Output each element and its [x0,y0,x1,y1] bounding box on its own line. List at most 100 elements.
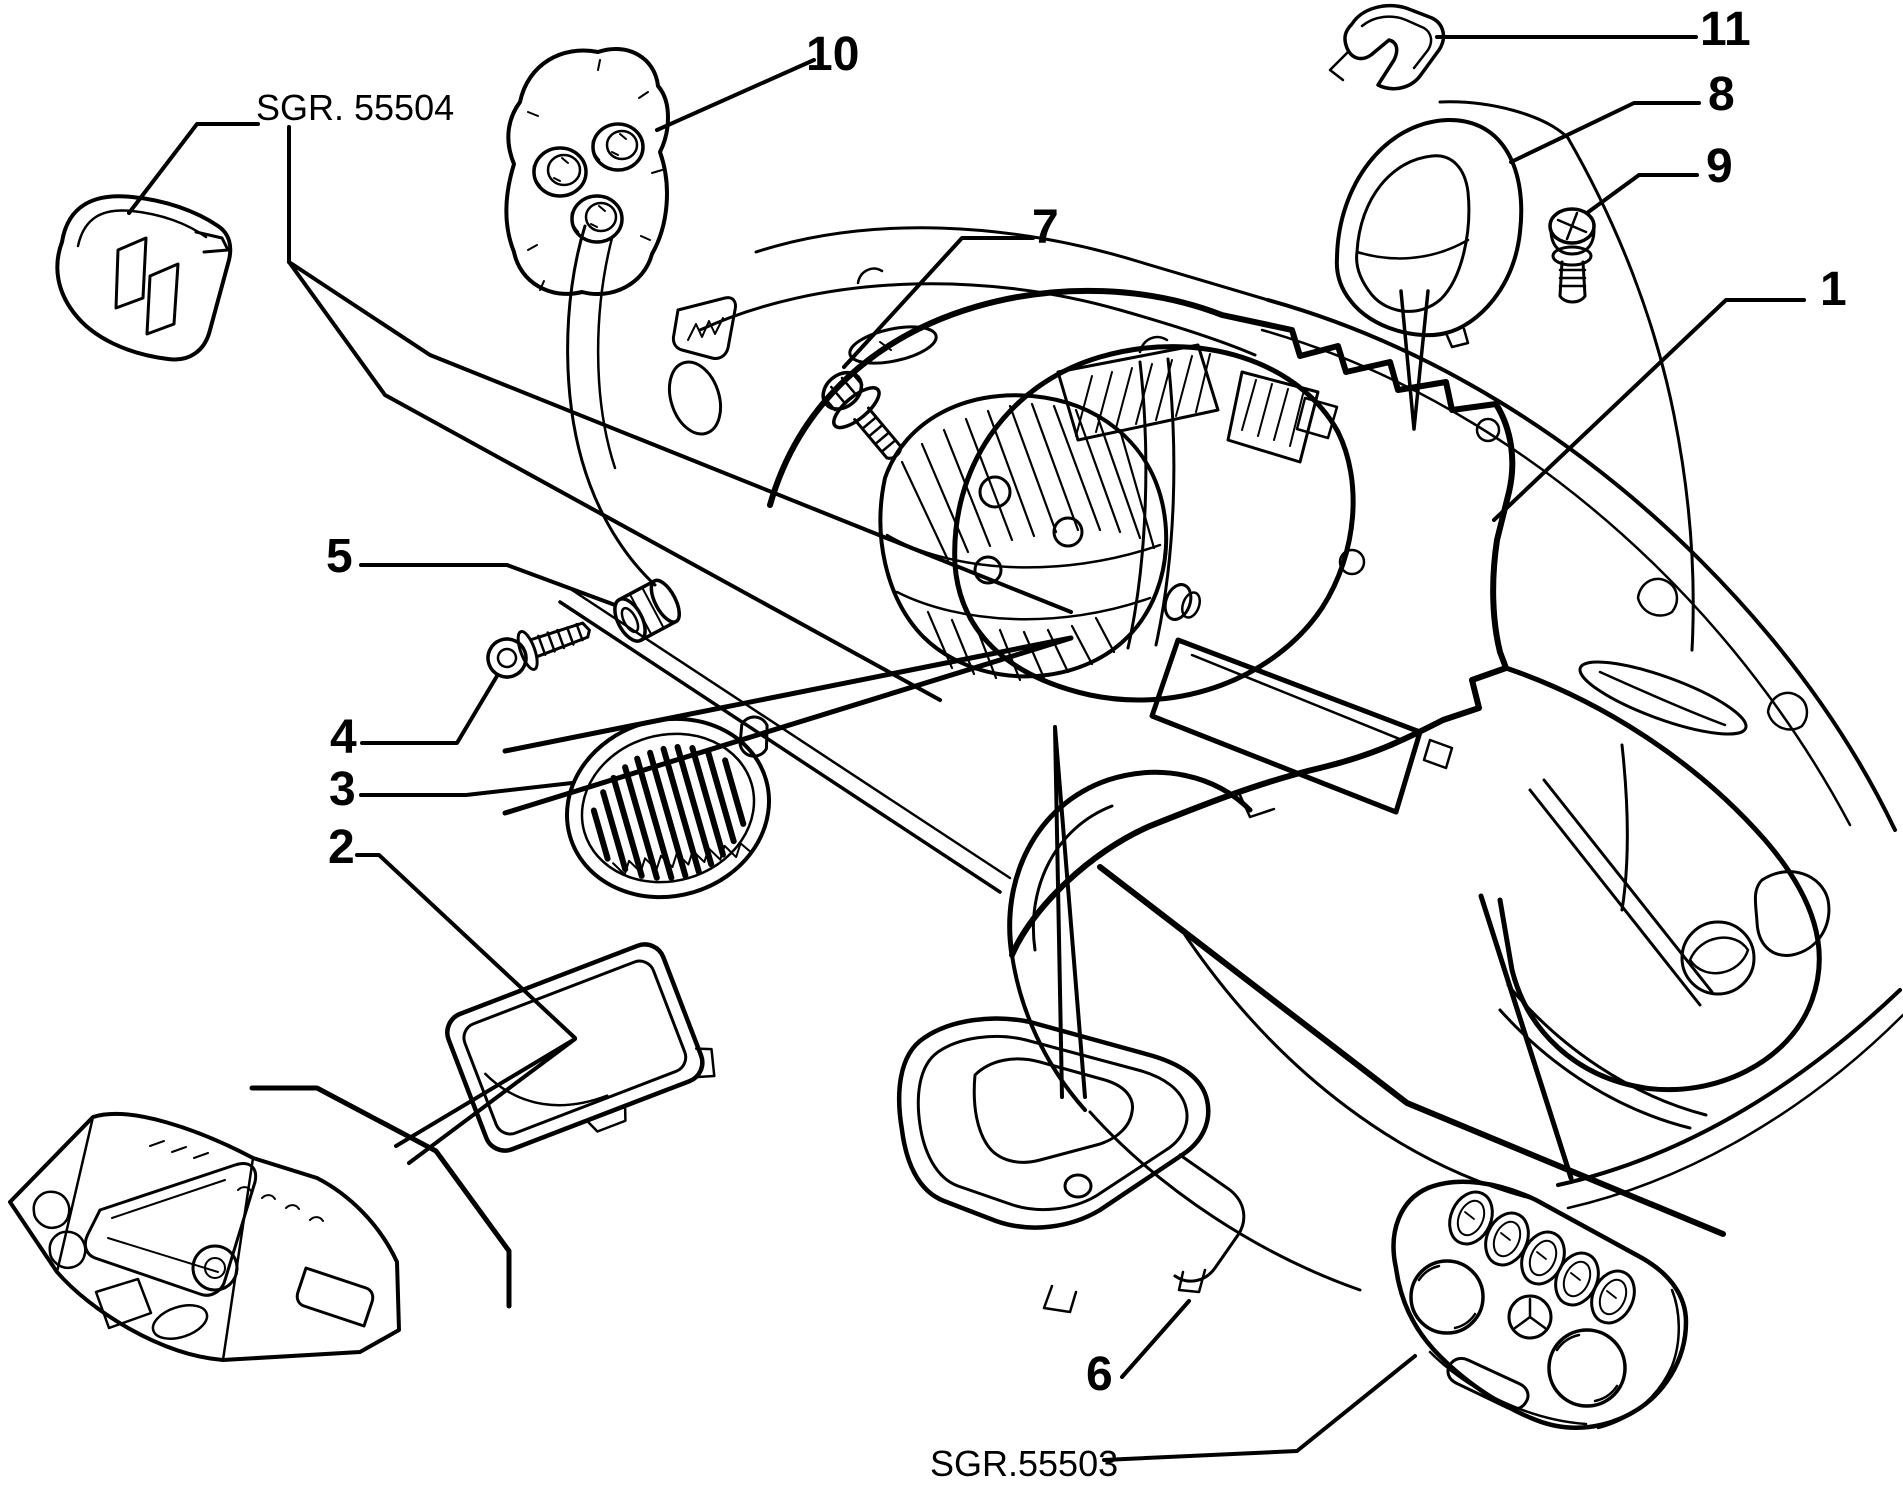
arrow-radio-to-tray [394,1037,577,1165]
trim-hole-2 [145,262,180,336]
callout-sgr55503: SGR.55503 [930,1443,1118,1484]
radio-knob-inner [204,1257,226,1279]
knob-top-inner [605,129,639,161]
radio-display-inner [107,1179,226,1273]
left-badge-outline [671,296,737,360]
heater-band-separator-top [885,533,1162,569]
bushing-body [617,579,678,643]
trim-tab [194,230,230,254]
callout-10: 10 [806,28,859,81]
knob-left-side [532,164,542,188]
radio-silhouette [8,1112,401,1362]
hood-ledge [1355,238,1470,260]
grille-slats [590,744,747,881]
vent-cutout-left [1056,343,1220,442]
panel-edge-bottom [1428,1350,1588,1426]
radio-aperture [1149,637,1423,815]
screw4-shank [529,621,591,659]
leader-sgr55504 [127,122,260,215]
callout-4: 4 [330,711,357,764]
panel-knob-right-arcs [1555,1333,1619,1403]
left-badge-squiggle [687,317,724,341]
screw9-cross [1556,211,1588,241]
clip-foot [1328,50,1350,82]
screw9-shank [1558,260,1587,304]
bolt7-flange [832,386,881,430]
leader-7 [842,236,1035,369]
left-vent-oval [667,360,723,436]
switch-hole-2 [1484,1211,1530,1267]
tray-foot [695,1047,716,1079]
vent-cutout-right-hatch [1241,379,1304,447]
panel-outline [1391,1179,1689,1430]
right-lower-edge-b [1498,1008,1692,1130]
callout-9: 9 [1706,140,1733,193]
tray-inner-rim [462,959,688,1136]
radio-knob [191,1244,239,1292]
body-top-edge [1438,100,1570,140]
callout-3: 3 [329,763,356,816]
leader-10 [655,58,816,132]
panel-center-spokes [1513,1297,1547,1330]
grille-tab [738,715,769,758]
a-pillar-left-outer [566,224,657,587]
knob-top [591,122,645,172]
right-lower-edge-a [1506,983,1708,1117]
cluster-corner-plate [1295,396,1339,440]
screw9-threads [1558,268,1587,288]
console-arc-2 [1088,1110,1362,1292]
right-hole-round [1680,920,1756,996]
leader-3 [359,781,574,797]
knob-left [532,146,588,198]
body-right-sweep [1566,136,1695,652]
heater-hole-1 [978,475,1012,509]
bolt7-head-facets [824,374,864,412]
defrost-slot-right [1578,660,1748,736]
callout-sgr55504: SGR. 55504 [256,87,454,128]
switch-hole-2-inner [1492,1220,1522,1258]
knob-bottom-side [570,211,580,234]
leader-lines [127,35,1806,1462]
ashtray-bracket [1173,1153,1246,1283]
radio-aperture-tab [1422,738,1454,770]
radio-square-button [94,1277,153,1330]
switch-hole-5 [1590,1269,1636,1325]
part-6-ashtray-housing [896,1016,1246,1314]
knob-top-marks [611,133,627,156]
callout-1: 1 [1820,263,1847,316]
line-radio-routing [249,1085,512,1309]
radio-side-slot [295,1266,375,1328]
screw9-collar [1549,228,1596,256]
right-section-strut-b [1542,778,1714,994]
knob-panel-ticks [527,59,663,291]
radio-face-edge [55,1115,255,1362]
tray-notch [585,1104,627,1133]
grille-inner [580,732,756,884]
part-7-bolt [821,370,903,460]
panel-switch-holes [1448,1190,1636,1325]
knob-bottom [570,194,624,244]
cluster-frame-hole [1338,548,1366,576]
part-10-heater-knob-panel [504,47,670,296]
body-outline-inner [1260,328,1852,827]
part-9-screw [1548,207,1596,304]
panel-slot [1446,1356,1530,1411]
arrow-to-heater-aperture [502,635,1074,816]
bolt7-head-top [821,370,864,411]
heater-knob-stub-inner [1181,591,1201,619]
knob-bottom-inner [584,201,618,233]
line-stack-to-panel [1097,864,1726,1237]
callout-5: 5 [326,530,353,583]
leader-sgr55504-fork-1 [287,260,1073,614]
screw4-socket [496,647,518,669]
defrost-slot-right-inner [1598,670,1727,727]
part-11-clip [1328,4,1446,91]
part-3-speaker-grille [564,715,772,900]
dash-main-outline [767,287,1516,958]
line-dash-to-panel [1478,893,1574,1181]
knob-left-inner [546,153,582,187]
radio-aperture-inner [1190,653,1404,742]
body-bump-upper [1636,577,1679,617]
steering-opening-inner [1031,804,1114,952]
